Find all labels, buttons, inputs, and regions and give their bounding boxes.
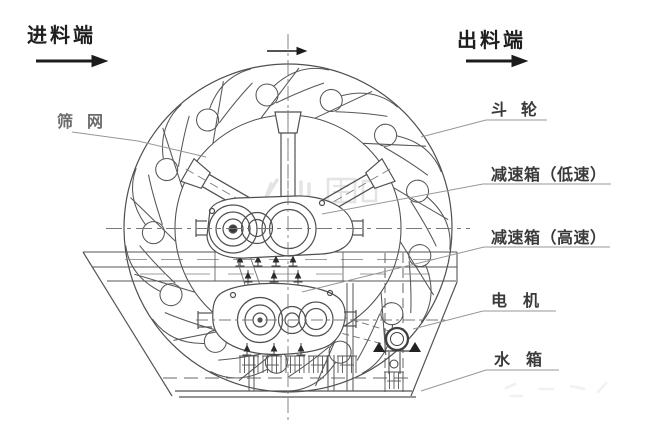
reducer-low-label: 减速箱（低速）: [491, 167, 607, 184]
leader-reducer-low: [321, 183, 611, 215]
discharge-end-label: 出料端: [457, 30, 526, 52]
leader-lines: [71, 119, 611, 392]
leader-bucket-wheel: [420, 119, 547, 138]
watermark-marks: [262, 177, 608, 398]
leader-reducer-high: [301, 246, 610, 293]
water-tank-label: 水 箱: [494, 352, 549, 369]
rotation-direction-arrow: [267, 46, 308, 56]
leader-motor: [412, 310, 556, 330]
feed-end-label: 进料端: [27, 25, 96, 47]
reducer-low-drawing: [195, 195, 364, 259]
reducer-high-label: 减速箱（高速）: [491, 230, 607, 247]
bucket-wheel-label: 斗 轮: [491, 102, 543, 119]
discharge-direction-arrow: [466, 54, 529, 68]
leader-screen-mesh: [71, 131, 207, 158]
water-tank-drawing: [82, 251, 458, 398]
leader-water-tank: [420, 369, 559, 392]
feed-direction-arrow: [36, 54, 109, 68]
motor-label: 电 机: [491, 293, 546, 310]
centerlines: [106, 34, 470, 422]
direction-arrows: [36, 46, 529, 68]
motor-drawing: [373, 326, 421, 374]
screen-mesh-label: 筛 网: [57, 114, 109, 131]
